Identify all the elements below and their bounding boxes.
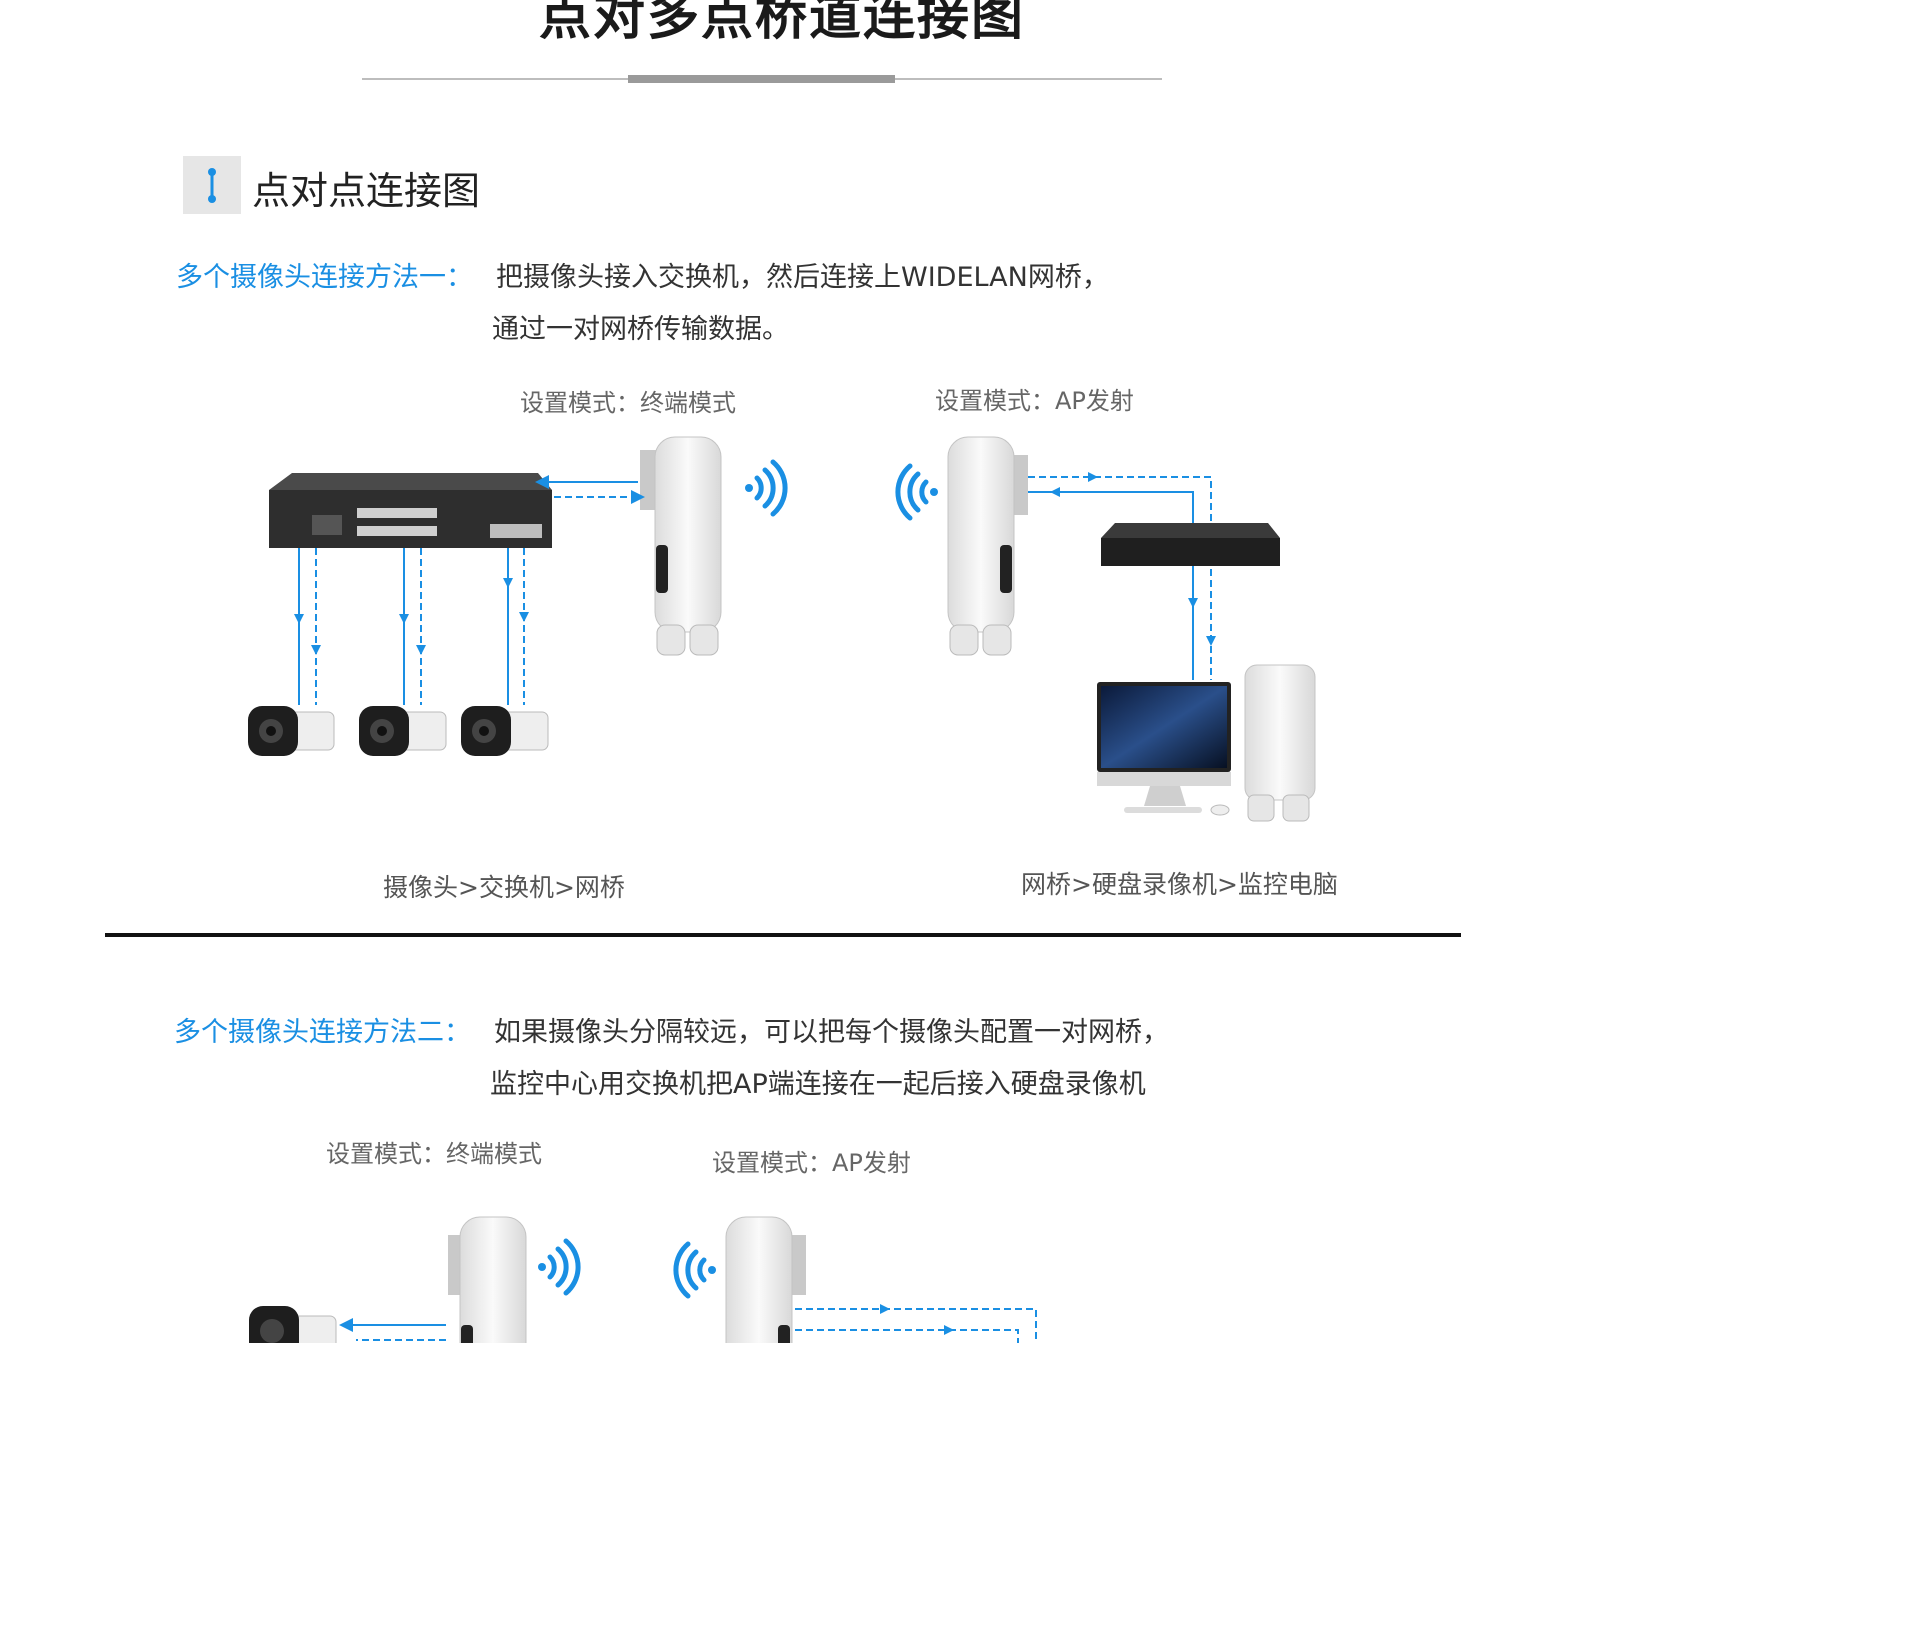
camera-3 <box>461 706 549 756</box>
wireless-bridge-terminal <box>640 436 722 656</box>
wireless-bridge-ap <box>947 436 1028 656</box>
title-underline <box>362 75 1162 83</box>
wifi-signal-icon <box>895 463 938 521</box>
method2-label: 多个摄像头连接方法二： <box>174 1017 471 1048</box>
wireless-bridge-terminal-2 <box>448 1216 527 1343</box>
camera-4 <box>249 1306 337 1343</box>
method1-right-caption: 网桥>硬盘录像机>监控电脑 <box>1021 870 1338 899</box>
diagram-canvas <box>105 75 1461 1343</box>
camera-2 <box>359 706 447 756</box>
network-switch <box>269 473 552 548</box>
section-title: 点对点连接图 <box>252 169 481 213</box>
page-title: 点对多点桥道连接图 <box>538 0 1025 47</box>
wifi-signal-icon <box>538 1238 581 1296</box>
network-video-recorder <box>1101 523 1280 566</box>
method1-left-mode: 设置模式：终端模式 <box>520 389 736 417</box>
wireless-bridge-ap-2 <box>725 1216 806 1343</box>
method1-label: 多个摄像头连接方法一： <box>176 262 473 293</box>
method2-line1: 如果摄像头分隔较远，可以把每个摄像头配置一对网桥， <box>494 1017 1169 1048</box>
nvr-links <box>1028 472 1216 680</box>
wireless-bridge-box <box>1244 664 1316 822</box>
method1-right-mode: 设置模式：AP发射 <box>935 387 1134 415</box>
method2-right-mode: 设置模式：AP发射 <box>712 1149 911 1177</box>
wifi-signal-icon <box>673 1241 716 1299</box>
method2-left-mode: 设置模式：终端模式 <box>326 1140 542 1168</box>
method2-line2: 监控中心用交换机把AP端连接在一起后接入硬盘录像机 <box>490 1069 1146 1100</box>
wifi-signal-icon <box>745 459 788 517</box>
section-icon <box>183 156 241 214</box>
monitoring-computer <box>1097 682 1231 816</box>
ap-links-2 <box>795 1304 1037 1343</box>
camera-1 <box>248 706 335 756</box>
method1-line1: 把摄像头接入交换机，然后连接上WIDELAN网桥， <box>496 262 1109 293</box>
method1-left-caption: 摄像头>交换机>网桥 <box>383 873 625 902</box>
method1-line2: 通过一对网桥传输数据。 <box>492 314 789 345</box>
camera-links <box>294 548 529 705</box>
